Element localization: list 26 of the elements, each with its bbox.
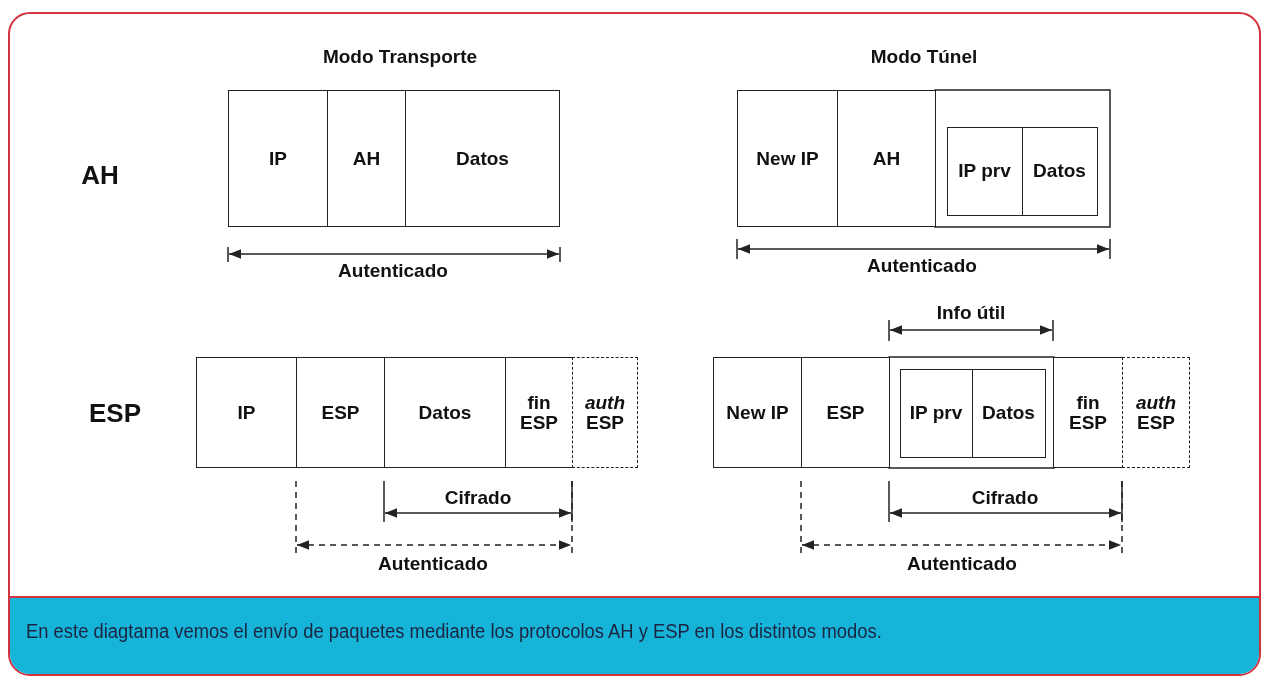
packet-field: AH <box>327 90 406 227</box>
packet-field: IP <box>228 90 328 227</box>
caption: En este diagtama vemos el envío de paquetes mediante los protocolos AH y ESP en los distintos modos. <box>26 620 882 643</box>
packet-field: New IP <box>713 357 802 468</box>
dimension-label: Autenticado <box>338 260 448 282</box>
packet-field: Datos <box>384 357 506 468</box>
packet-field: fin ESP <box>505 357 573 468</box>
packet-field: auth ESP <box>1122 357 1190 468</box>
row-heading: AH <box>81 159 119 191</box>
packet-field: IP <box>196 357 297 468</box>
dimension-label: Autenticado <box>378 553 488 575</box>
dimension-label: Autenticado <box>867 255 977 277</box>
packet-field: AH <box>837 90 936 227</box>
packet-field: fin ESP <box>1053 357 1123 468</box>
dimension-label: Info útil <box>936 302 1006 324</box>
row-heading: ESP <box>89 397 141 429</box>
dimension-label: Cifrado <box>444 487 512 509</box>
column-heading: Modo Túnel <box>870 46 978 68</box>
packet-field: ESP <box>801 357 890 468</box>
packet-field: ESP <box>296 357 385 468</box>
packet-field: Datos <box>405 90 560 227</box>
packet-field: New IP <box>737 90 838 227</box>
dimension-label: Autenticado <box>907 553 1017 575</box>
packet-field: auth ESP <box>572 357 638 468</box>
column-heading: Modo Transporte <box>322 46 478 68</box>
dimension-label: Cifrado <box>971 487 1039 509</box>
